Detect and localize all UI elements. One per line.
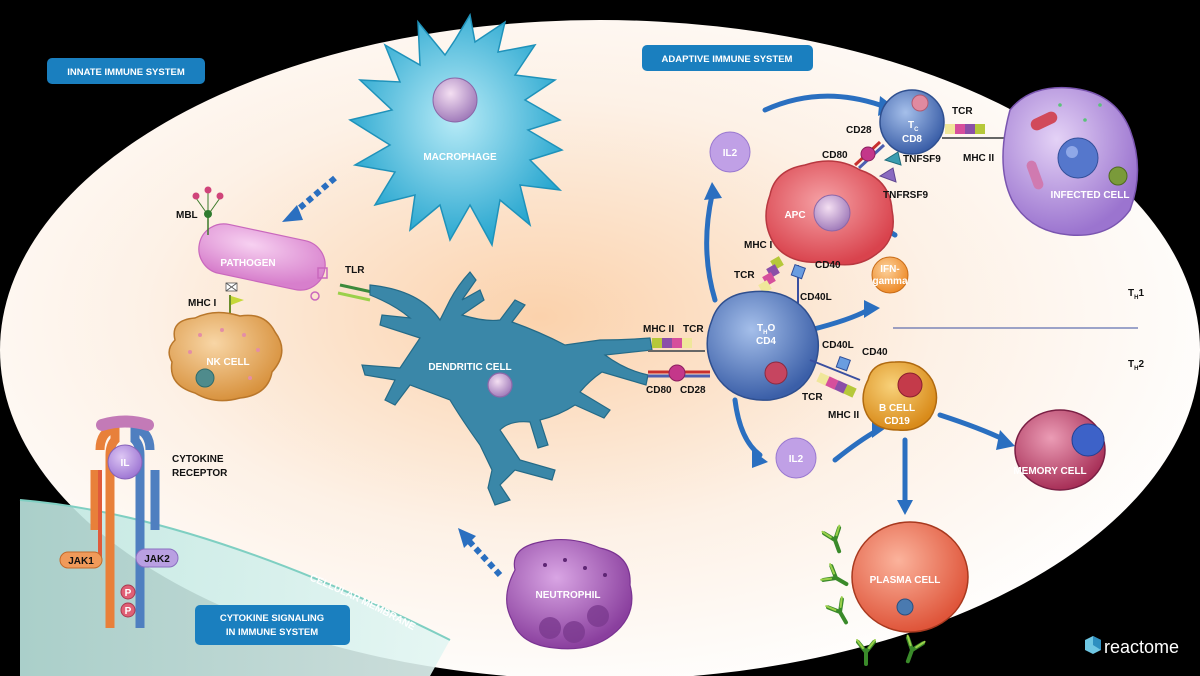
b-cell: B CELL CD19 [862, 361, 938, 431]
brand-label: reactome [1104, 637, 1179, 657]
cytokine-receptor: IL JAK1 JAK2 P P [59, 415, 179, 628]
infected-cell: INFECTED CELL [1002, 86, 1139, 237]
tc-cell: TC CD8 [879, 89, 945, 155]
jak1-label: JAK1 [68, 556, 94, 567]
p2-label: P [125, 606, 132, 617]
infected-cell-label: INFECTED CELL [1051, 190, 1130, 201]
mhc1-tcr-complex-apc [758, 256, 784, 294]
innate-badge: INNATE IMMUNE SYSTEM [47, 58, 205, 84]
b-cell-label: B CELL [879, 403, 915, 414]
cd40l-apc-label: CD40L [800, 292, 832, 303]
tcr-apc-label: TCR [734, 270, 755, 281]
cd28-dc-label: CD28 [680, 385, 706, 396]
svg-text:CYTOKINE SIGNALING: CYTOKINE SIGNALING [220, 613, 324, 624]
cd80-apc-label: CD80 [822, 150, 848, 161]
tcr-infected-label: TCR [952, 106, 973, 117]
cd28-tc-label: CD28 [846, 125, 872, 136]
cd80-cd28-complex-dc [648, 364, 710, 382]
cd40l-b-label: CD40L [822, 340, 854, 351]
mbl-label: MBL [176, 210, 198, 221]
il-label: IL [121, 458, 130, 469]
il2-bottom: IL2 [775, 437, 817, 479]
signaling-badge: CYTOKINE SIGNALING IN IMMUNE SYSTEM [195, 605, 350, 645]
memory-cell: MEMORY CELL [1013, 409, 1106, 491]
macrophage-label: MACROPHAGE [423, 152, 497, 163]
jak2-label: JAK2 [144, 554, 170, 565]
tc-label: TC [908, 120, 919, 133]
mhc1-nk-label: MHC I [188, 298, 217, 309]
tnfsf9-complex [878, 151, 902, 183]
macrophage: MACROPHAGE [348, 12, 564, 248]
cd40-complex-apc [790, 263, 806, 305]
cd19-label: CD19 [884, 416, 910, 427]
th0-label: THO [757, 323, 775, 336]
ifn-label-2: gamma [872, 276, 907, 287]
adaptive-badge: ADAPTIVE IMMUNE SYSTEM [642, 45, 813, 71]
antibodies [820, 524, 926, 666]
svg-text:ADAPTIVE IMMUNE SYSTEM: ADAPTIVE IMMUNE SYSTEM [662, 54, 793, 65]
pathogen-label: PATHOGEN [220, 258, 275, 269]
mhc2-infected-label: MHC II [963, 153, 994, 164]
mhc2-dc-label: MHC II [643, 324, 674, 335]
nk-cell-label: NK CELL [206, 357, 249, 368]
mhc2-tcr-complex-dc [648, 338, 705, 352]
tcr-mhc2-infected [942, 124, 1008, 139]
p1-label: P [125, 588, 132, 599]
reactome-logo: reactome [1085, 636, 1179, 657]
memory-cell-label: MEMORY CELL [1013, 466, 1086, 477]
pathogen: PATHOGEN MBL [176, 186, 328, 301]
cytokine-label-1: CYTOKINE [172, 454, 224, 465]
cd8-label: CD8 [902, 134, 922, 145]
tnfrsf9-label: TNFRSF9 [883, 190, 928, 201]
tnfsf9-label: TNFSF9 [903, 154, 941, 165]
cd40-b-label: CD40 [862, 347, 888, 358]
apc-label: APC [784, 210, 805, 221]
th2-label: TH2 [1128, 359, 1144, 372]
ifn-gamma: IFN- gamma [871, 256, 909, 294]
ifn-label-1: IFN- [880, 264, 899, 275]
il2-bottom-label: IL2 [789, 454, 804, 465]
neutrophil: NEUTROPHIL [506, 538, 633, 650]
tlr-label: TLR [345, 265, 365, 276]
th1-label: TH1 [1128, 288, 1144, 301]
tcr-b-label: TCR [802, 392, 823, 403]
tlr-receptor [337, 283, 373, 302]
mhc2-b-label: MHC II [828, 410, 859, 421]
svg-text:IN IMMUNE SYSTEM: IN IMMUNE SYSTEM [226, 627, 318, 638]
il2-top-label: IL2 [723, 148, 738, 159]
neutrophil-label: NEUTROPHIL [536, 590, 601, 601]
mhc1-apc-label: MHC I [744, 240, 773, 251]
il2-top: IL2 [709, 131, 751, 173]
cd80-cd28-complex-apc [853, 140, 886, 170]
tcr-dc-label: TCR [683, 324, 704, 335]
th0-cell: THO CD4 [706, 290, 820, 401]
svg-text:INNATE IMMUNE SYSTEM: INNATE IMMUNE SYSTEM [67, 67, 185, 78]
cd80-dc-label: CD80 [646, 385, 672, 396]
plasma-cell: PLASMA CELL [851, 521, 969, 633]
cytokine-label-2: RECEPTOR [172, 468, 228, 479]
dendritic-cell: DENDRITIC CELL [361, 271, 653, 506]
tcr-mhc2-complex-b [816, 372, 857, 398]
nk-cell: NK CELL [168, 311, 283, 402]
dendritic-cell-label: DENDRITIC CELL [428, 362, 511, 373]
cd40-complex-b [809, 355, 861, 381]
macrophage-pathogen-arrow [282, 175, 337, 222]
apc: APC [765, 160, 894, 266]
cd40-apc-label: CD40 [815, 260, 841, 271]
plasma-cell-label: PLASMA CELL [870, 575, 941, 586]
neutrophil-arrow [458, 528, 503, 578]
cd4-label: CD4 [756, 336, 776, 347]
